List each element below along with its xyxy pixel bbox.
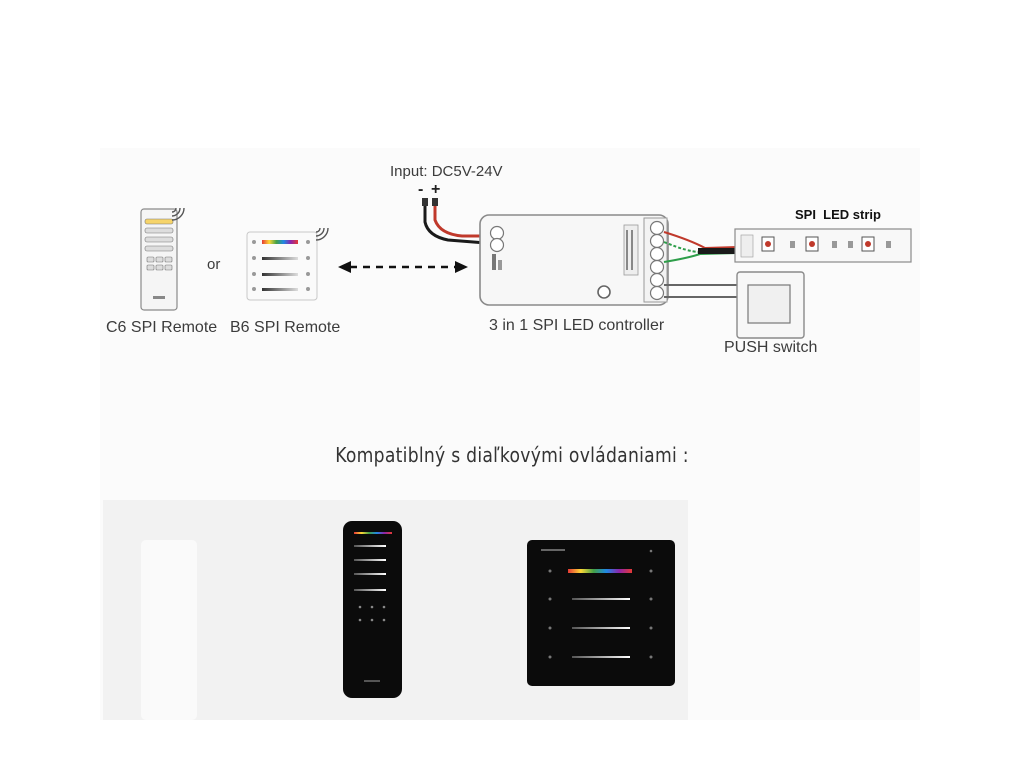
input-voltage-label: Input: DC5V-24V [390,163,503,180]
input-terminal-minus [422,198,428,206]
dark-wall-panel-remote [527,540,675,686]
c6-remote-label: C6 SPI Remote [106,319,218,336]
input-terminal-plus [432,198,438,206]
compatible-remotes-heading: Kompatiblný s diaľkovými ovládaniami : [335,443,689,467]
white-remote-placeholder [141,540,197,720]
controller-label: 3 in 1 SPI LED controller [489,317,665,334]
wireless-link-arrow [338,261,468,273]
or-label: or [207,256,221,273]
push-switch-label: PUSH switch [724,339,818,356]
output-wires [663,231,739,263]
c6-spi-remote [140,208,178,311]
b6-spi-remote [246,231,318,301]
led-strip-label: SPI LED strip [795,207,881,222]
dark-handheld-remote [343,521,402,698]
push-switch-wires [664,284,738,298]
spi-led-strip [734,228,912,263]
input-minus-label: - [418,181,424,198]
input-wires [423,203,487,245]
input-plus-label: + [431,181,441,198]
wireless-signal-icon [315,227,329,241]
push-switch [736,271,805,339]
b6-remote-label: B6 SPI Remote [230,319,341,336]
wireless-signal-icon [171,207,185,221]
spi-led-controller [479,214,669,306]
